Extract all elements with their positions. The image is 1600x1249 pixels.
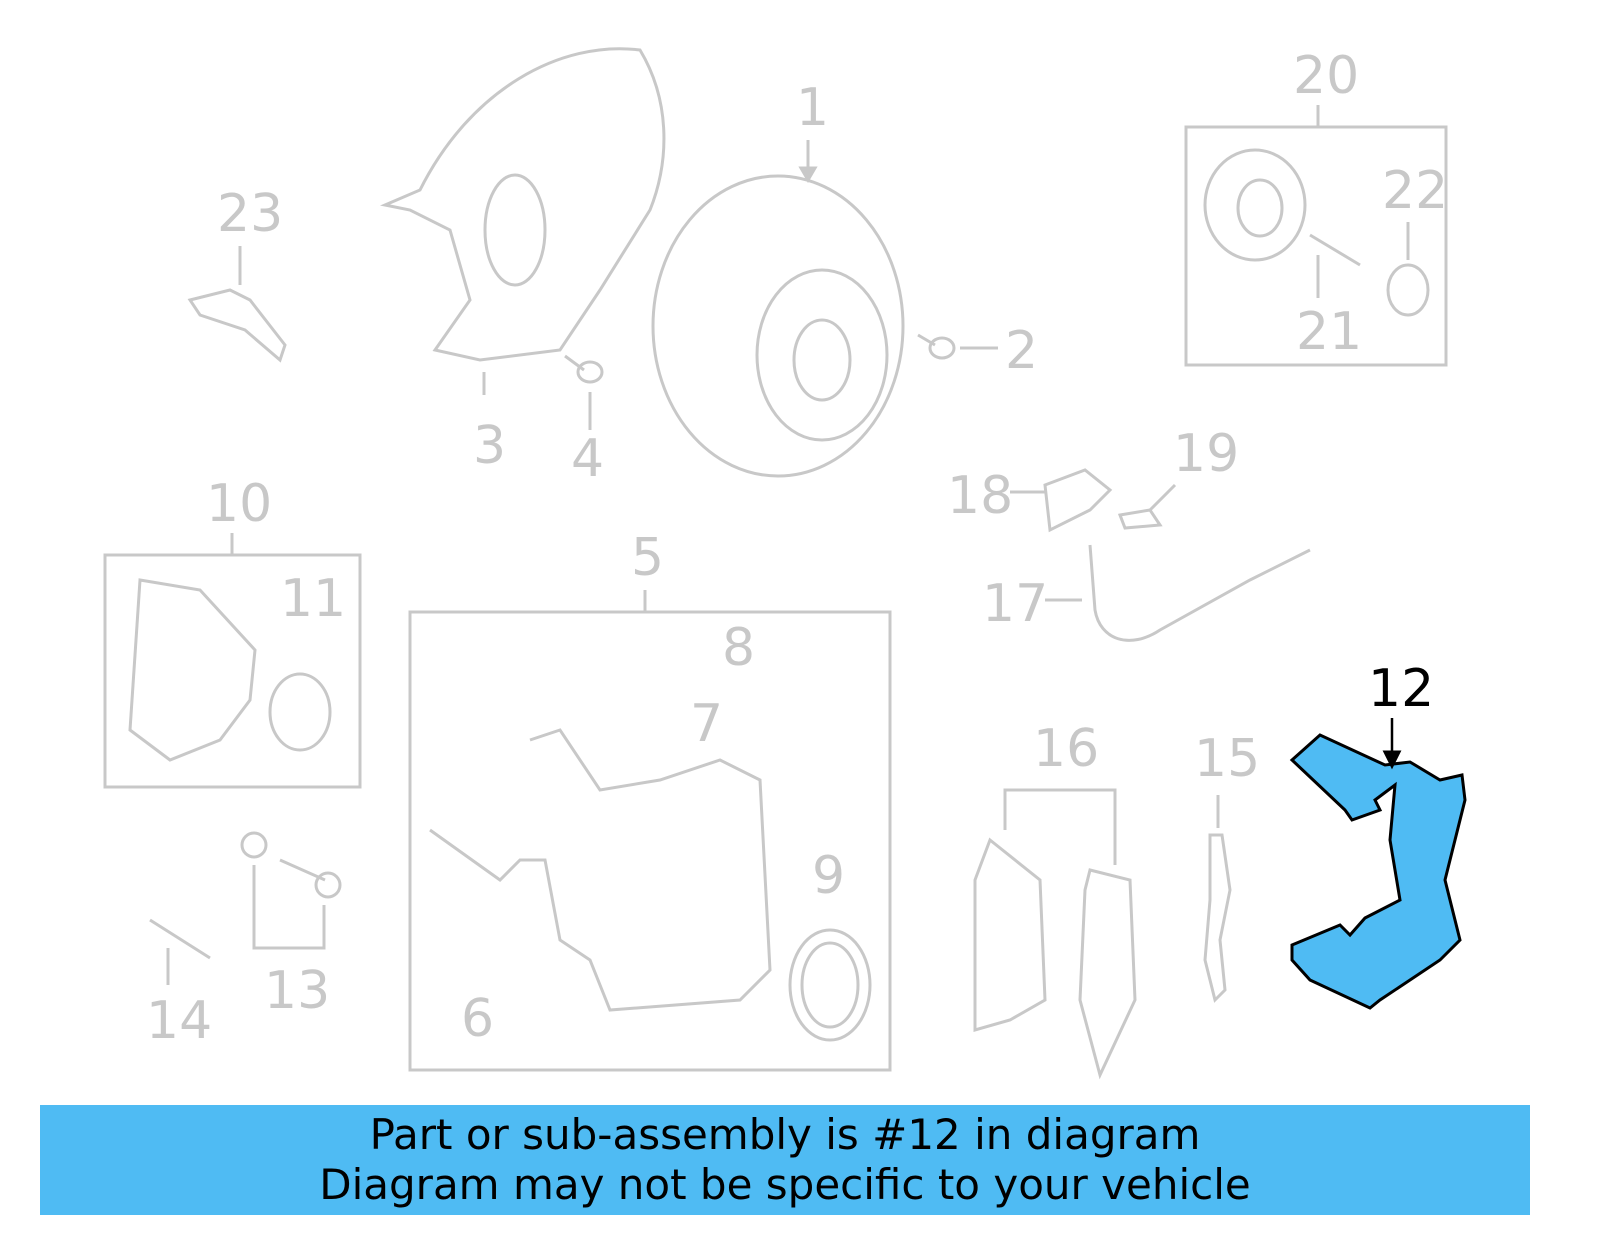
banner-line-2: Diagram may not be specific to your vehi… bbox=[319, 1160, 1251, 1209]
callout-label-22[interactable]: 22 bbox=[1382, 161, 1449, 221]
callout-label-16[interactable]: 16 bbox=[1033, 719, 1100, 779]
brake-pads-part-16[interactable] bbox=[973, 788, 1137, 1080]
callout-label-9[interactable]: 9 bbox=[812, 846, 846, 906]
callout-label-23[interactable]: 23 bbox=[217, 184, 284, 244]
callout-label-7[interactable]: 7 bbox=[690, 694, 724, 754]
brake-hose-part-17[interactable] bbox=[1045, 544, 1311, 642]
info-banner: Part or sub-assembly is #12 in diagram D… bbox=[40, 1105, 1530, 1215]
dust-shield-part-3[interactable] bbox=[379, 47, 666, 395]
brake-rotor-part-1[interactable] bbox=[651, 140, 905, 478]
caliper-bracket-part-12[interactable] bbox=[1289, 718, 1467, 1010]
caliper-assembly-box-part-5[interactable] bbox=[408, 590, 892, 1072]
callout-label-12[interactable]: 12 bbox=[1368, 659, 1435, 719]
callout-label-13[interactable]: 13 bbox=[264, 961, 331, 1021]
guide-pins-part-13[interactable] bbox=[240, 831, 342, 950]
callout-label-19[interactable]: 19 bbox=[1173, 424, 1240, 484]
pin-part-14[interactable] bbox=[149, 918, 211, 985]
spring-clip-part-15[interactable] bbox=[1203, 795, 1232, 1003]
hub-box-part-20[interactable] bbox=[1184, 105, 1448, 367]
screw-part-4[interactable] bbox=[564, 354, 604, 430]
callout-label-20[interactable]: 20 bbox=[1293, 46, 1360, 106]
banner-line-1: Part or sub-assembly is #12 in diagram bbox=[369, 1110, 1201, 1159]
callout-label-8[interactable]: 8 bbox=[722, 618, 756, 678]
callout-label-4[interactable]: 4 bbox=[571, 429, 605, 489]
callout-label-3[interactable]: 3 bbox=[473, 416, 507, 476]
callout-label-2[interactable]: 2 bbox=[1005, 321, 1039, 381]
callout-label-10[interactable]: 10 bbox=[206, 474, 273, 534]
callout-label-1[interactable]: 1 bbox=[796, 78, 830, 138]
sensor-part-23[interactable] bbox=[187, 246, 287, 363]
callout-label-11[interactable]: 11 bbox=[280, 569, 347, 629]
seal-part-9[interactable] bbox=[788, 928, 872, 1042]
callout-label-14[interactable]: 14 bbox=[146, 991, 213, 1051]
callout-label-17[interactable]: 17 bbox=[982, 574, 1049, 634]
clip-part-19[interactable] bbox=[1117, 483, 1177, 530]
motor-box-part-10[interactable] bbox=[103, 533, 362, 789]
callout-label-21[interactable]: 21 bbox=[1296, 302, 1363, 362]
bracket-part-18[interactable] bbox=[1010, 468, 1113, 533]
bolt-part-2[interactable] bbox=[917, 333, 998, 360]
callout-label-15[interactable]: 15 bbox=[1194, 729, 1261, 789]
callout-label-5[interactable]: 5 bbox=[631, 528, 665, 588]
callout-label-18[interactable]: 18 bbox=[947, 466, 1014, 526]
callout-label-6[interactable]: 6 bbox=[461, 989, 495, 1049]
